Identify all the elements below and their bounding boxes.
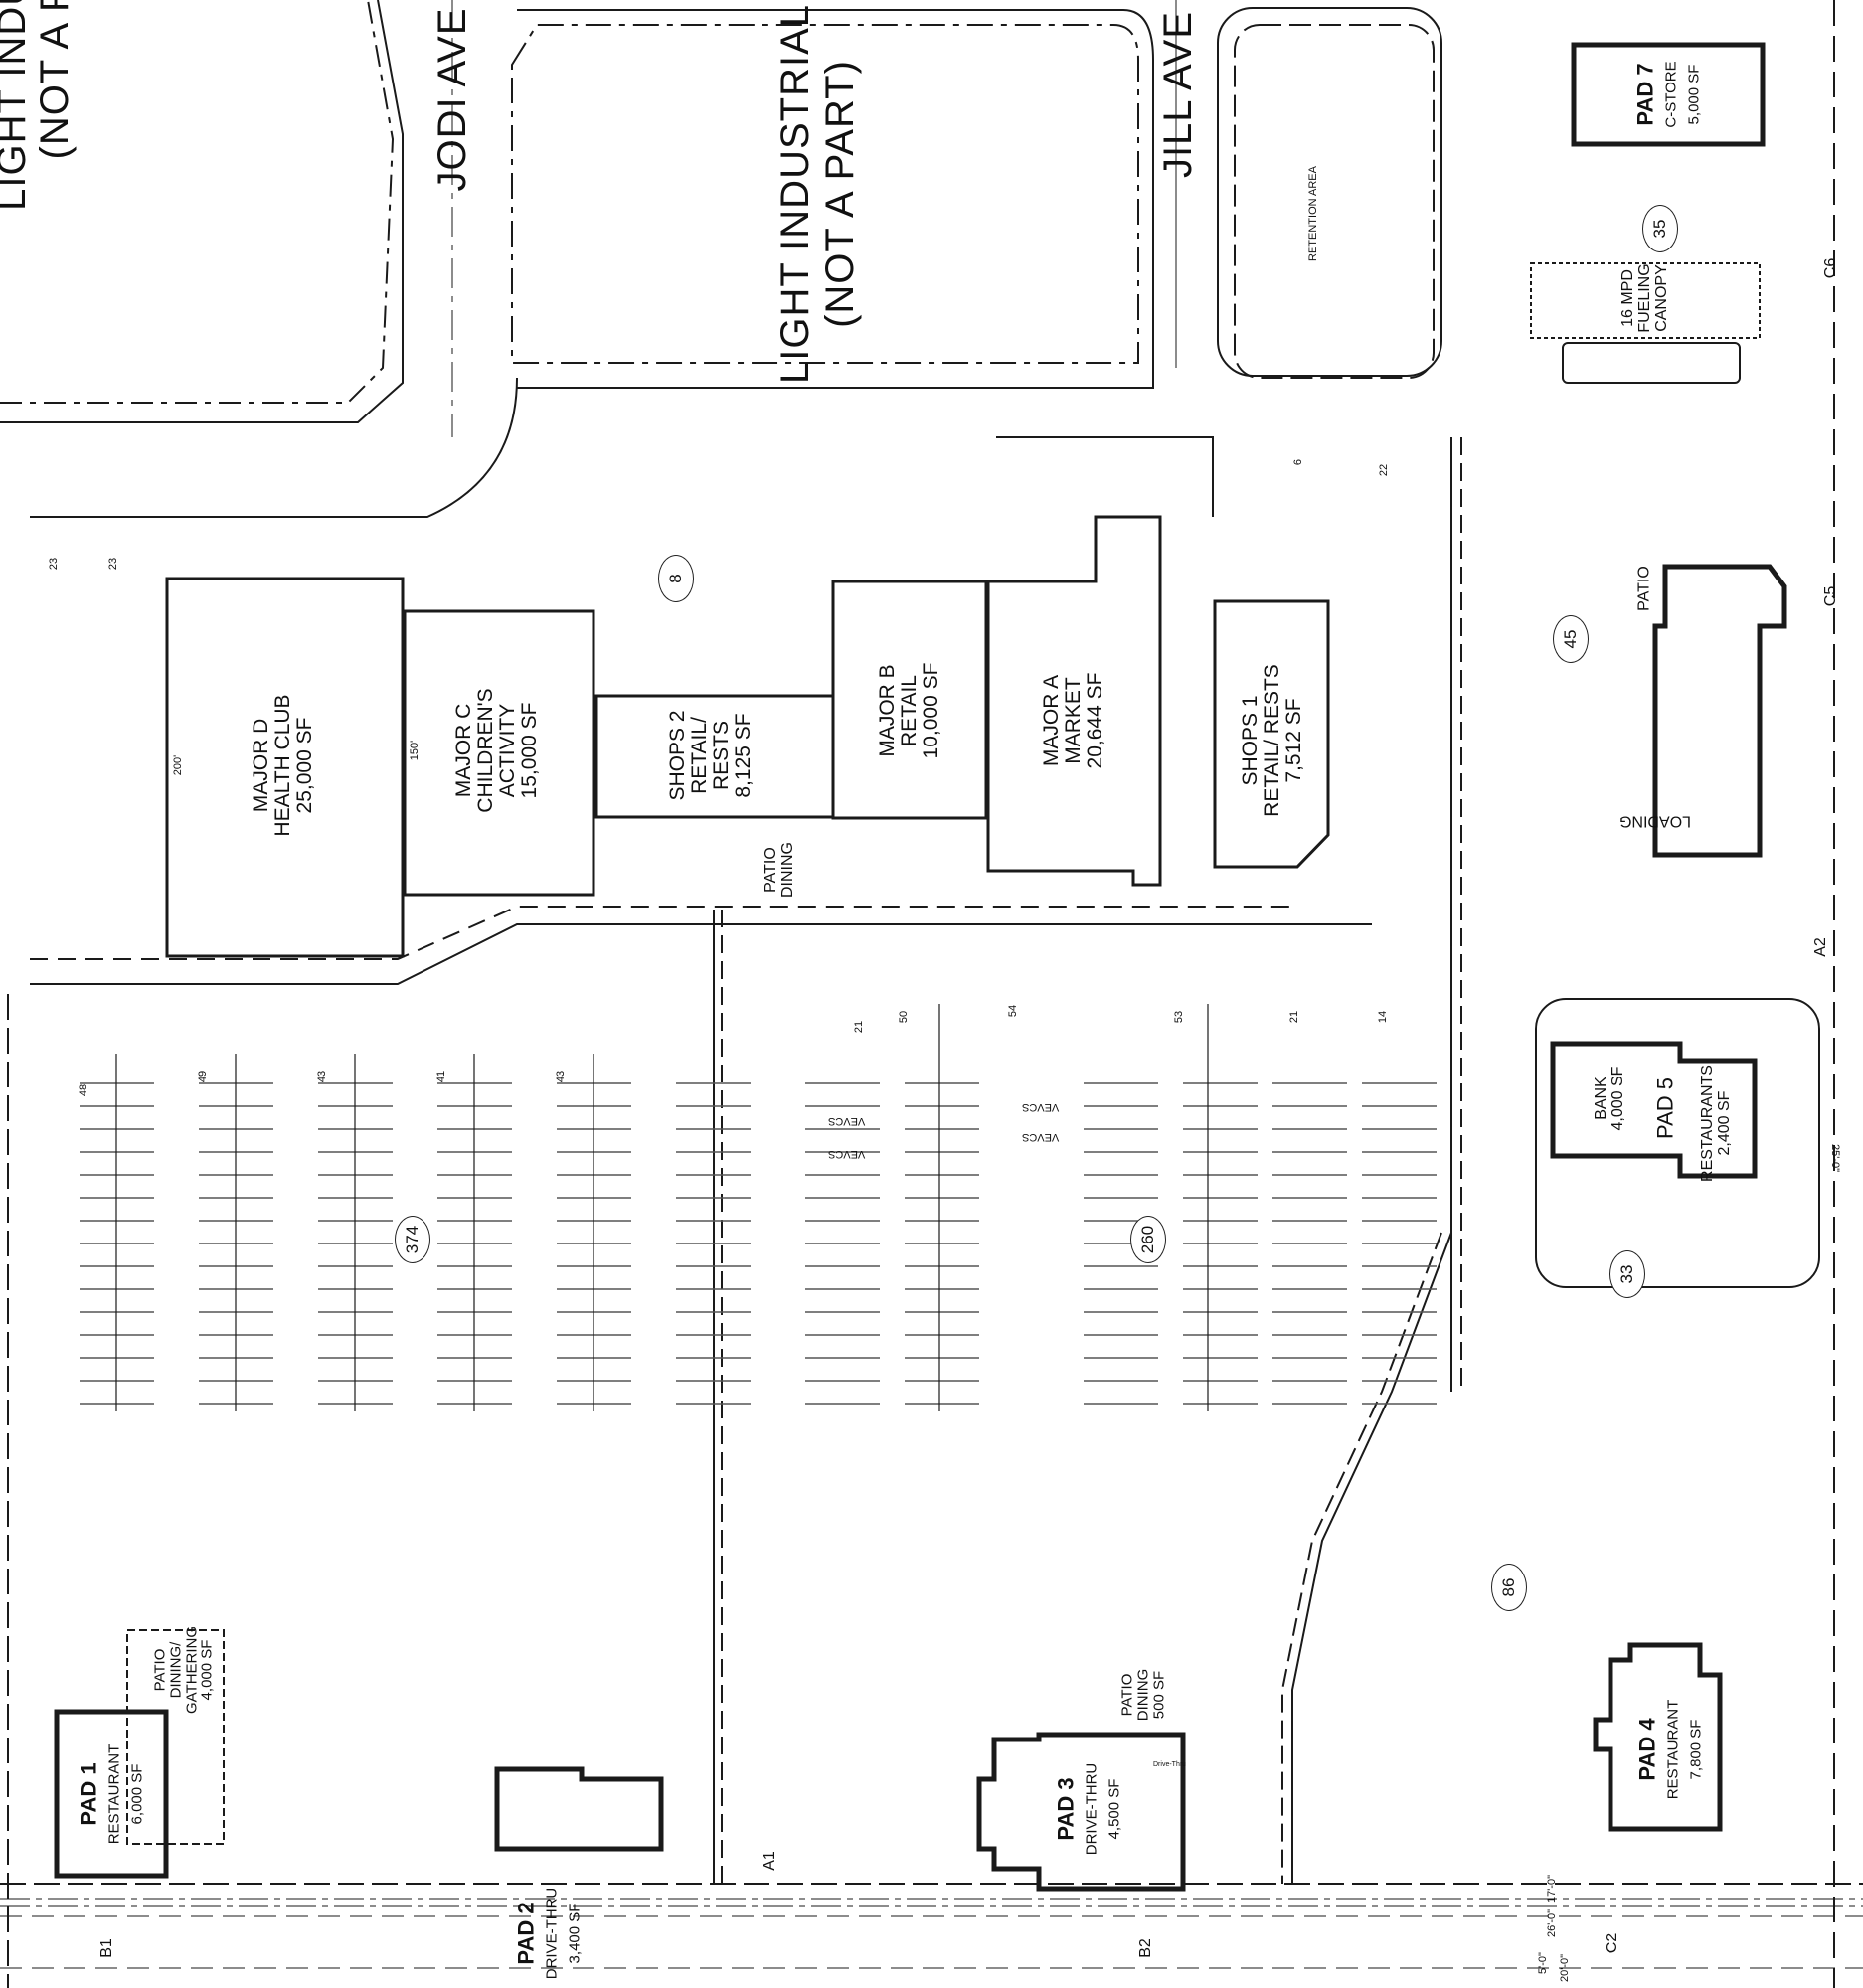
parking-stall-rows bbox=[80, 1082, 1438, 1405]
row-count: 43 bbox=[555, 1070, 568, 1083]
row-count: 41 bbox=[435, 1070, 448, 1083]
major-b-outline bbox=[831, 580, 988, 820]
row-count: 6 bbox=[1292, 458, 1305, 466]
access-point-c6: C6 bbox=[1822, 257, 1839, 279]
access-point-b1: B1 bbox=[98, 1938, 115, 1958]
building-pad-2[interactable]: PAD 2 DRIVE-THRU 3,400 SF bbox=[513, 1887, 584, 1980]
building-pad-1[interactable]: PAD 1 RESTAURANT 6,000 SF bbox=[76, 1743, 146, 1845]
ev-charging-label: VEVCS bbox=[828, 1148, 866, 1160]
dimension-26ft: 26'-0" bbox=[1546, 1908, 1559, 1938]
access-point-b2: B2 bbox=[1137, 1938, 1154, 1958]
parcel-label-line1: LIGHT INDUSTRIAL bbox=[773, 4, 817, 384]
pad-5-outline bbox=[1550, 1041, 1758, 1179]
parking-count-pad-7: 35 bbox=[1642, 205, 1678, 252]
row-count: 43 bbox=[316, 1070, 329, 1083]
building-pad-7[interactable]: PAD 7 C-STORE 5,000 SF bbox=[1632, 61, 1703, 128]
building-label: MAJOR D HEALTH CLUB 25,000 SF bbox=[249, 694, 317, 837]
ev-charging-label: VEVCS bbox=[828, 1115, 866, 1127]
major-d-outline bbox=[165, 577, 405, 958]
row-count: 54 bbox=[1007, 1004, 1020, 1018]
building-pad-3[interactable]: PAD 3 DRIVE-THRU 4,500 SF bbox=[1053, 1762, 1123, 1856]
dimension-17ft: 17'-0" bbox=[1546, 1874, 1559, 1904]
pad-4-outline bbox=[1593, 1642, 1723, 1832]
pad-1-patio-outline bbox=[126, 1629, 225, 1845]
row-count: 21 bbox=[1288, 1010, 1301, 1024]
fueling-canopy-label: 16 MPD FUELING CANOPY bbox=[1618, 263, 1670, 333]
parcel-label-line2: (NOT A PART) bbox=[818, 60, 862, 328]
parking-count-pad-6: 45 bbox=[1553, 615, 1589, 663]
pad-1-outline bbox=[54, 1709, 169, 1879]
parking-count-pad-5: 33 bbox=[1609, 1250, 1645, 1298]
major-c-outline bbox=[403, 609, 595, 897]
pad-3-patio-label: PATIO DINING 500 SF bbox=[1118, 1668, 1167, 1722]
access-point-a1: A1 bbox=[762, 1851, 778, 1871]
row-count: 49 bbox=[197, 1070, 210, 1083]
street-label-jill-ave: JILL AVE bbox=[1156, 10, 1200, 179]
row-count: 23 bbox=[48, 557, 61, 571]
pad-2-outline bbox=[494, 1766, 664, 1852]
light-pole-spines bbox=[115, 1004, 1209, 1411]
parking-count-rear: 8 bbox=[658, 555, 694, 602]
pad-7-outline bbox=[1571, 42, 1766, 147]
dimension-label: 150' bbox=[409, 740, 422, 761]
row-count: 21 bbox=[853, 1020, 866, 1034]
parcel-label-line2: (NOT A PA bbox=[33, 0, 77, 160]
row-count: 23 bbox=[107, 557, 120, 571]
dimension-label: 200' bbox=[172, 754, 185, 776]
ev-charging-label: VEVCS bbox=[1022, 1101, 1060, 1113]
access-point-c2: C2 bbox=[1604, 1932, 1620, 1954]
building-shops-2[interactable]: SHOPS 2 RETAIL/ RESTS 8,125 SF bbox=[665, 710, 756, 801]
building-major-a[interactable]: MAJOR A MARKET 20,644 SF bbox=[1039, 672, 1107, 769]
pad-5-name: PAD 5 bbox=[1652, 1077, 1678, 1139]
street-label-jodi-ave: JODI AVE bbox=[430, 7, 474, 192]
retention-area-label: RETENTION AREA bbox=[1307, 166, 1320, 261]
row-count: 53 bbox=[1173, 1010, 1186, 1024]
building-shops-1[interactable]: SHOPS 1 RETAIL/ RESTS 7,512 SF bbox=[1238, 664, 1306, 817]
parcel-boundary-west bbox=[0, 0, 404, 423]
pad-6-patio-label: PATIO bbox=[1635, 566, 1653, 611]
pad-3-outline bbox=[976, 1732, 1186, 1892]
parking-count-pad-4: 86 bbox=[1491, 1564, 1527, 1611]
parking-count-main-east: 260 bbox=[1130, 1216, 1166, 1263]
bank-label: BANK 4,000 SF bbox=[1593, 1066, 1626, 1131]
building-label: MAJOR C CHILDREN'S ACTIVITY 15,000 SF bbox=[451, 688, 542, 813]
dimension-5ft: 5'-0" bbox=[1537, 1952, 1550, 1974]
parking-count-main-west: 374 bbox=[395, 1216, 430, 1263]
building-major-b[interactable]: MAJOR B RETAIL 10,000 SF bbox=[875, 662, 943, 759]
access-point-c5: C5 bbox=[1822, 585, 1839, 607]
drive-thru-tag: Drive-Thru bbox=[1153, 1761, 1187, 1768]
patio-dining-label: PATIO DINING bbox=[762, 842, 796, 898]
row-count: 14 bbox=[1377, 1010, 1390, 1024]
ev-charging-label: VEVCS bbox=[1022, 1131, 1060, 1143]
access-point-a2: A2 bbox=[1812, 937, 1829, 957]
pad-6-outline bbox=[1652, 564, 1787, 858]
row-count: 22 bbox=[1378, 463, 1391, 477]
shops-1-outline bbox=[1213, 599, 1330, 869]
row-count: 50 bbox=[898, 1010, 911, 1024]
dimension-20ft: 20'-0" bbox=[1559, 1953, 1572, 1983]
setback-dimension: 25'-0" bbox=[1828, 1143, 1841, 1173]
building-pad-4[interactable]: PAD 4 RESTAURANT 7,800 SF bbox=[1634, 1699, 1705, 1800]
parcel-label-line1: LIGHT INDUS bbox=[0, 0, 34, 211]
row-count: 48 bbox=[78, 1083, 90, 1097]
fueling-canopy-outline bbox=[1530, 262, 1761, 339]
pad-1-patio-label: PATIO DINING/ GATHERING 4,000 SF bbox=[151, 1625, 216, 1715]
major-a-outline bbox=[986, 515, 1162, 887]
pad-6-loading-label: LOADING bbox=[1618, 812, 1692, 830]
restaurants-label: RESTAURANTS 2,400 SF bbox=[1699, 1065, 1733, 1182]
